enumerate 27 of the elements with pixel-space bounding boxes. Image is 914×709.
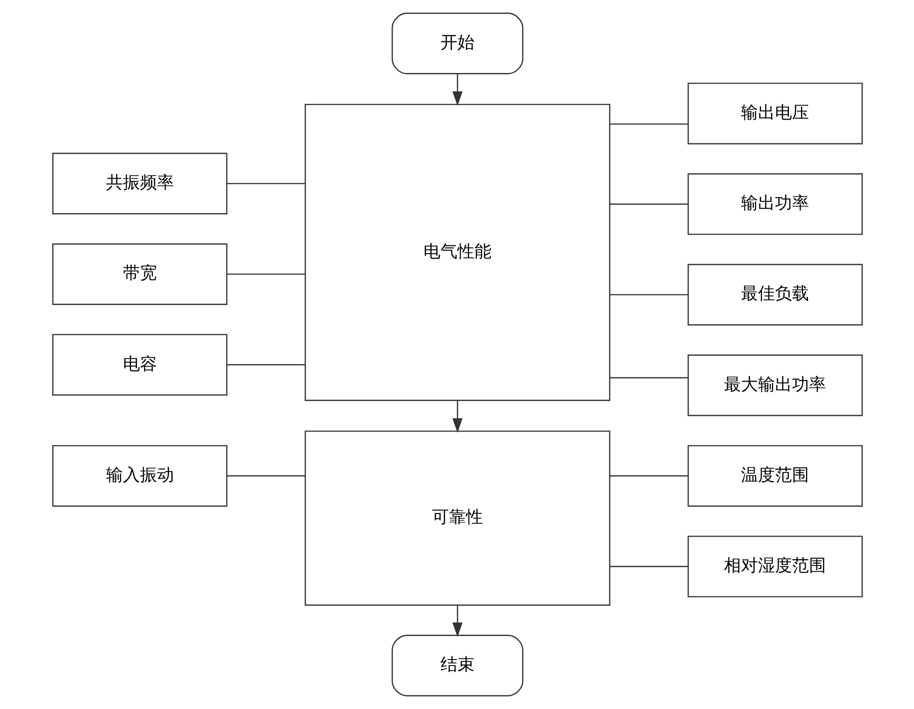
- node-box: 输出电压: [687, 82, 862, 144]
- connector: [226, 182, 305, 184]
- node-box: 最大输出功率: [687, 354, 862, 416]
- node-box: 开始: [391, 12, 523, 74]
- node-box: 共振频率: [52, 152, 227, 214]
- connector: [609, 475, 688, 476]
- arrow: [452, 74, 462, 106]
- arrow: [452, 605, 462, 638]
- node-box: 带宽: [52, 243, 227, 305]
- connector: [226, 364, 305, 366]
- node-box: 输出功率: [687, 173, 862, 235]
- connector: [609, 123, 688, 125]
- connector: [226, 274, 305, 275]
- node-box: 结束: [391, 634, 523, 696]
- node-box: 相对湿度范围: [687, 536, 862, 598]
- connector: [226, 475, 305, 476]
- connector: [609, 204, 688, 205]
- node-box: 最佳负载: [687, 264, 862, 326]
- node-box: 输入振动: [52, 445, 227, 507]
- node-box: 电容: [52, 334, 227, 396]
- arrow: [452, 400, 462, 433]
- node-box: 温度范围: [687, 445, 862, 507]
- node-box: 电气性能: [304, 104, 610, 401]
- node-box: 可靠性: [304, 430, 610, 606]
- connector: [609, 294, 688, 296]
- connector: [609, 566, 688, 568]
- connector: [609, 377, 688, 378]
